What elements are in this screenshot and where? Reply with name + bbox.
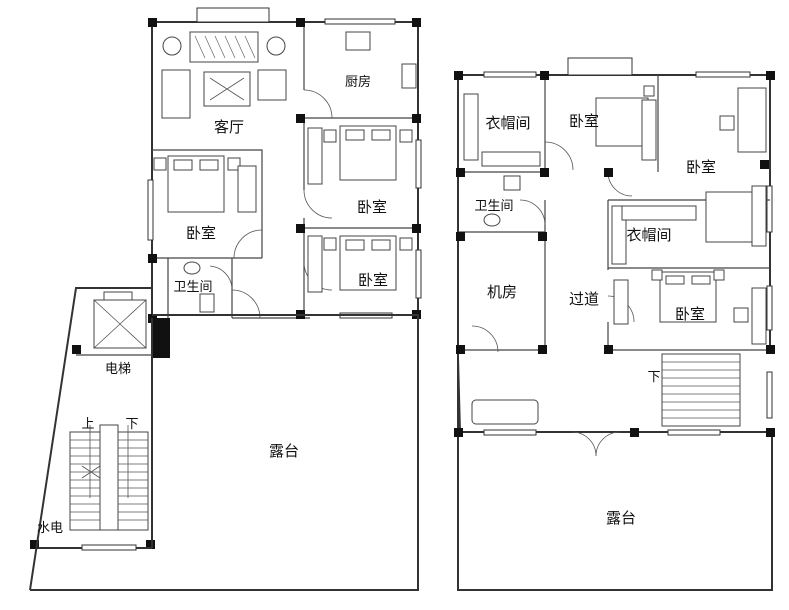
right-bathroom-label: 卫生间 (474, 198, 513, 213)
corridor-label: 过道 (569, 291, 599, 308)
right-floor-plan: 衣帽间 卧室 卧室 卫生间 衣帽间 机房 过道 卧室 露台 下 (454, 57, 775, 591)
stairs-down-label: 下 (125, 416, 138, 431)
kitchen-window (324, 18, 396, 25)
stairs-up-label: 上 (81, 416, 94, 431)
right-bed-a (595, 85, 657, 161)
right-bedroom-a-label: 卧室 (569, 113, 599, 130)
right-bedroom-b-label: 卧室 (686, 159, 716, 176)
right-bedroom-c-label: 卧室 (675, 306, 705, 323)
right-bedroom-window-top (567, 57, 633, 76)
kitchen-label: 厨房 (345, 74, 371, 89)
machine-room-label: 机房 (487, 284, 517, 301)
bathroom-label: 卫生间 (173, 279, 212, 294)
bed-b (323, 235, 413, 291)
left-floor-plan: 客厅 厨房 卧室 卧室 卧室 卫生间 电梯 露台 水电 上 下 (29, 7, 422, 591)
bed-a (323, 125, 413, 181)
right-bed-c (651, 269, 725, 323)
right-stairs-down-label: 下 (647, 369, 660, 384)
closet-a-label: 衣帽间 (485, 115, 530, 132)
elevator-label: 电梯 (105, 361, 131, 376)
closet-b-label: 衣帽间 (626, 227, 671, 244)
living-room-label: 客厅 (214, 119, 244, 136)
living-room-window-top (196, 7, 270, 23)
bedroom-c-label: 卧室 (186, 225, 216, 242)
right-bed-b (705, 185, 767, 247)
stairs-right (661, 353, 741, 427)
right-terrace-label: 露台 (606, 510, 636, 527)
bed-c (153, 155, 241, 213)
utility-label: 水电 (37, 520, 63, 535)
bedroom-a-label: 卧室 (357, 199, 387, 216)
terrace-label: 露台 (269, 443, 299, 460)
bedroom-b-label: 卧室 (358, 272, 388, 289)
